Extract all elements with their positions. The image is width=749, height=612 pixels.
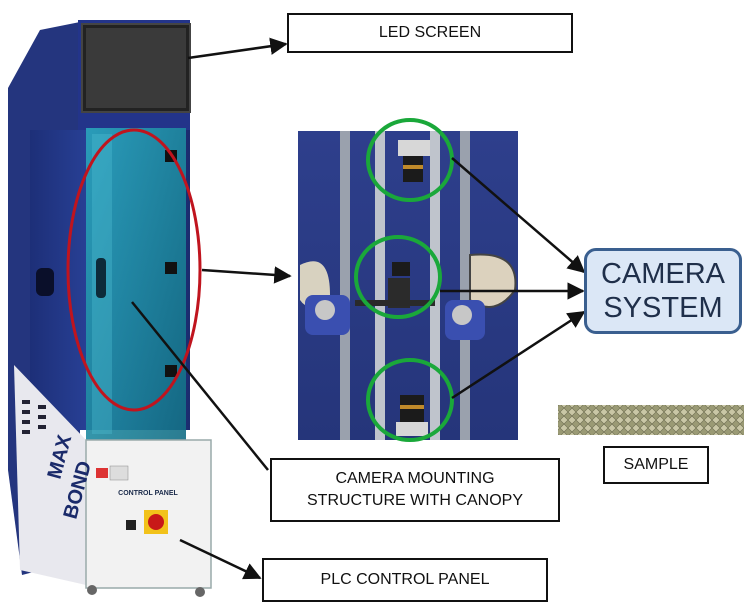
camera-middle-highlight	[354, 235, 442, 319]
led-screen-label-text: LED SCREEN	[378, 24, 482, 41]
camera-system-line2: SYSTEM	[603, 292, 723, 324]
led-screen-glass	[86, 28, 186, 108]
camera-top-highlight	[366, 118, 454, 202]
rail-right-outer	[460, 131, 470, 440]
e-stop-button[interactable]	[148, 514, 164, 530]
camera-photo	[298, 131, 518, 440]
warning-sticker	[96, 468, 108, 478]
clamp-right-knob	[452, 305, 472, 325]
hinge-bottom	[165, 365, 177, 377]
side-handle	[36, 268, 54, 296]
machine-vents	[22, 400, 46, 434]
sample-holder-bar	[355, 300, 435, 306]
key-switch[interactable]	[126, 520, 136, 530]
sample-label: SAMPLE	[603, 446, 709, 484]
canopy-handle	[96, 258, 106, 298]
mounting-structure-label: CAMERA MOUNTING STRUCTURE WITH CANOPY	[270, 458, 560, 522]
arrow-led-screen	[187, 37, 288, 60]
plc-control-panel-label: PLC CONTROL PANEL	[262, 558, 548, 602]
mounting-label-line2: STRUCTURE WITH CANOPY	[307, 492, 523, 509]
canopy-highlight-ellipse	[66, 128, 202, 412]
camera-bottom-body	[396, 422, 428, 436]
camera-bottom-ring	[400, 405, 424, 409]
arrow-bottom-camera	[451, 310, 586, 400]
wheel-left	[87, 585, 97, 595]
camera-system-line1: CAMERA	[600, 258, 726, 290]
sample-image	[558, 405, 744, 435]
mounting-label-line1: CAMERA MOUNTING	[335, 470, 495, 487]
led-screen-label: LED SCREEN	[287, 13, 573, 53]
control-panel-title: CONTROL PANEL	[118, 490, 178, 497]
sample-label-text: SAMPLE	[623, 456, 689, 473]
machine-base-side	[14, 365, 86, 585]
camera-top-body	[398, 140, 430, 156]
machine-photo	[8, 20, 212, 597]
arrow-plc-panel	[179, 538, 262, 580]
hinge-middle	[165, 262, 177, 274]
rail-left-inner	[375, 131, 385, 440]
line-canopy-to-mounting-label	[131, 301, 269, 471]
info-sticker	[109, 465, 129, 481]
rail-right-inner	[430, 131, 440, 440]
arrow-top-camera	[451, 157, 586, 274]
camera-top-ring	[403, 165, 423, 169]
camera-system-box: CAMERA SYSTEM	[584, 248, 742, 334]
rail-left-outer	[340, 131, 350, 440]
wheel-right	[195, 587, 205, 597]
camera-bottom-highlight	[366, 358, 454, 442]
clamp-left-knob	[315, 300, 335, 320]
control-panel-outline	[85, 439, 212, 589]
plc-label-text: PLC CONTROL PANEL	[320, 571, 490, 588]
arrow-canopy-to-photo	[201, 266, 292, 284]
camera-middle-body	[392, 262, 410, 276]
